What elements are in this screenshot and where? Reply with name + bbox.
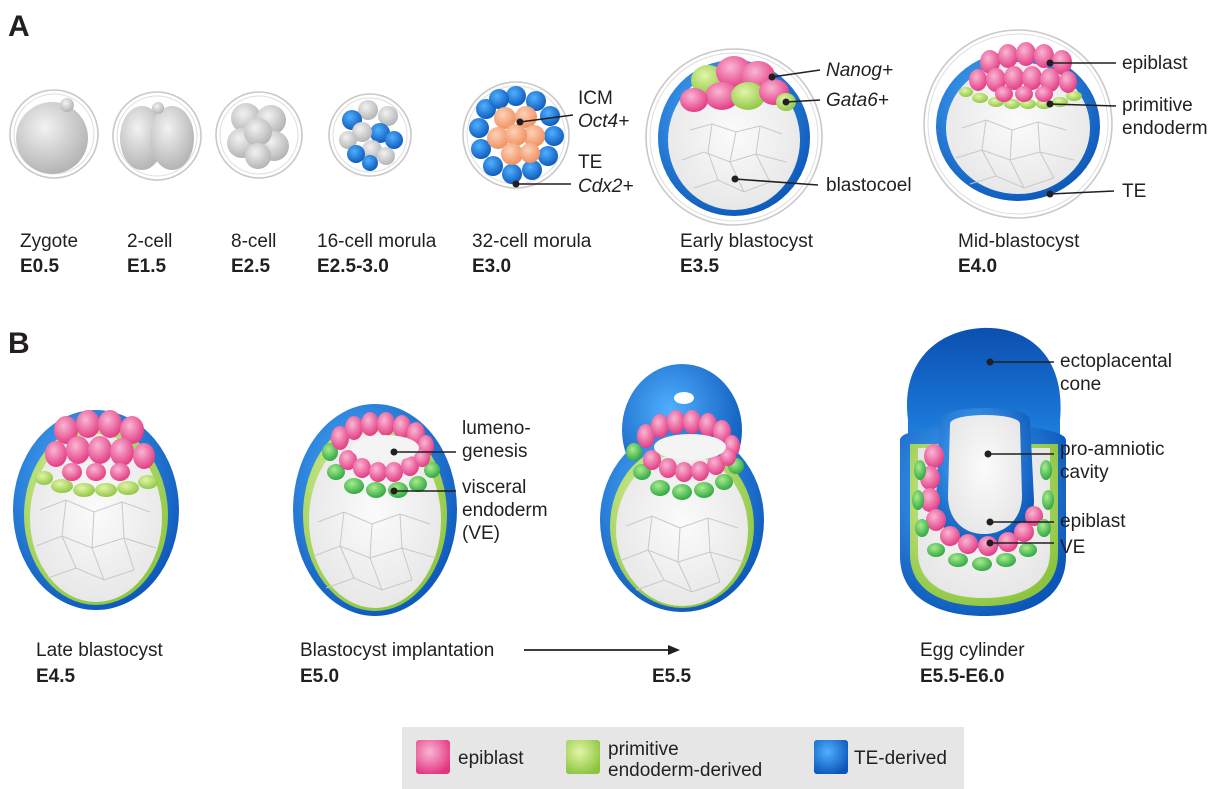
panel-b-stage-labels: Late blastocyst E4.5 Blastocyst implanta…: [36, 640, 1025, 687]
late-blastocyst: [13, 410, 179, 610]
panel-a-letter: A: [8, 10, 30, 43]
te-label-32cell: TE: [578, 152, 602, 173]
legend-label-te: TE-derived: [854, 748, 947, 769]
ectoplacental-cone-label-line2: cone: [1060, 374, 1101, 395]
stage-day-early-blastocyst: E3.5: [680, 256, 720, 277]
thirty-two-cell-morula: [463, 82, 573, 188]
stage-name-2cell: 2-cell: [127, 231, 172, 252]
stage-day-2cell: E1.5: [127, 256, 167, 277]
stage-name-early-blastocyst: Early blastocyst: [680, 231, 814, 252]
implantation-arrow: [524, 645, 680, 655]
stage-name-16cell: 16-cell morula: [317, 231, 437, 252]
epiblast-label-mid: epiblast: [1122, 53, 1188, 74]
stage-name-implantation: Blastocyst implantation: [300, 640, 494, 661]
nanog-label: Nanog+: [826, 60, 893, 81]
icm-label: ICM: [578, 88, 613, 109]
stage-day-late-blastocyst: E4.5: [36, 666, 76, 687]
legend: epiblast primitive endoderm-derived TE-d…: [402, 727, 964, 789]
early-blastocyst: [646, 49, 822, 225]
primitive-endoderm-label-line2: endoderm: [1122, 118, 1208, 139]
stage-day-mid-blastocyst: E4.0: [958, 256, 997, 277]
implanting-blastocyst-e55: [600, 364, 764, 612]
egg-cylinder: [900, 328, 1066, 616]
stage-name-egg-cylinder: Egg cylinder: [920, 640, 1025, 661]
legend-label-pe-line2: endoderm-derived: [608, 760, 762, 781]
stage-day-16cell: E2.5-3.0: [317, 256, 389, 277]
two-cell-embryo: [113, 92, 201, 180]
oct4-label: Oct4+: [578, 111, 629, 132]
pro-amniotic-cavity-label-line2: cavity: [1060, 462, 1109, 483]
panel-b-letter: B: [8, 327, 30, 360]
eight-cell-embryo: [216, 92, 302, 178]
ectoplacental-cone-label-line1: ectoplacental: [1060, 351, 1172, 372]
visceral-endoderm-label-line2: endoderm: [462, 500, 548, 521]
zygote-embryo: [10, 90, 98, 178]
cdx2-label: Cdx2+: [578, 176, 633, 197]
lumenogenesis-label-line1: lumeno-: [462, 418, 531, 439]
stage-name-8cell: 8-cell: [231, 231, 276, 252]
legend-swatch-primitive-endoderm: [566, 740, 600, 774]
ve-label-egg: VE: [1060, 537, 1085, 558]
stage-name-mid-blastocyst: Mid-blastocyst: [958, 231, 1080, 252]
stage-name-late-blastocyst: Late blastocyst: [36, 640, 163, 661]
stage-name-32cell: 32-cell morula: [472, 231, 592, 252]
legend-swatch-epiblast: [416, 740, 450, 774]
stage-day-egg-cylinder: E5.5-E6.0: [920, 666, 1005, 687]
lumenogenesis-label-line2: genesis: [462, 441, 528, 462]
legend-label-epiblast: epiblast: [458, 748, 524, 769]
gata6-label: Gata6+: [826, 90, 889, 111]
implanting-blastocyst-e50: [293, 404, 457, 616]
primitive-endoderm-label-line1: primitive: [1122, 95, 1193, 116]
stage-day-32cell: E3.0: [472, 256, 511, 277]
stage-day-e50: E5.0: [300, 666, 339, 687]
stage-day-8cell: E2.5: [231, 256, 271, 277]
visceral-endoderm-label-line3: (VE): [462, 523, 500, 544]
te-label-mid: TE: [1122, 181, 1146, 202]
sixteen-cell-morula: [329, 94, 411, 176]
panel-a-stage-labels: Zygote E0.5 2-cell E1.5 8-cell E2.5 16-c…: [20, 231, 1080, 277]
pro-amniotic-cavity-label-line1: pro-amniotic: [1060, 439, 1165, 460]
stage-day-zygote: E0.5: [20, 256, 60, 277]
stage-name-zygote: Zygote: [20, 231, 78, 252]
epiblast-label-egg: epiblast: [1060, 511, 1126, 532]
legend-swatch-te: [814, 740, 848, 774]
stage-day-e55: E5.5: [652, 666, 692, 687]
blastocoel-label: blastocoel: [826, 175, 912, 196]
visceral-endoderm-label-line1: visceral: [462, 477, 526, 498]
legend-label-pe-line1: primitive: [608, 739, 679, 760]
mid-blastocyst: [924, 30, 1116, 218]
